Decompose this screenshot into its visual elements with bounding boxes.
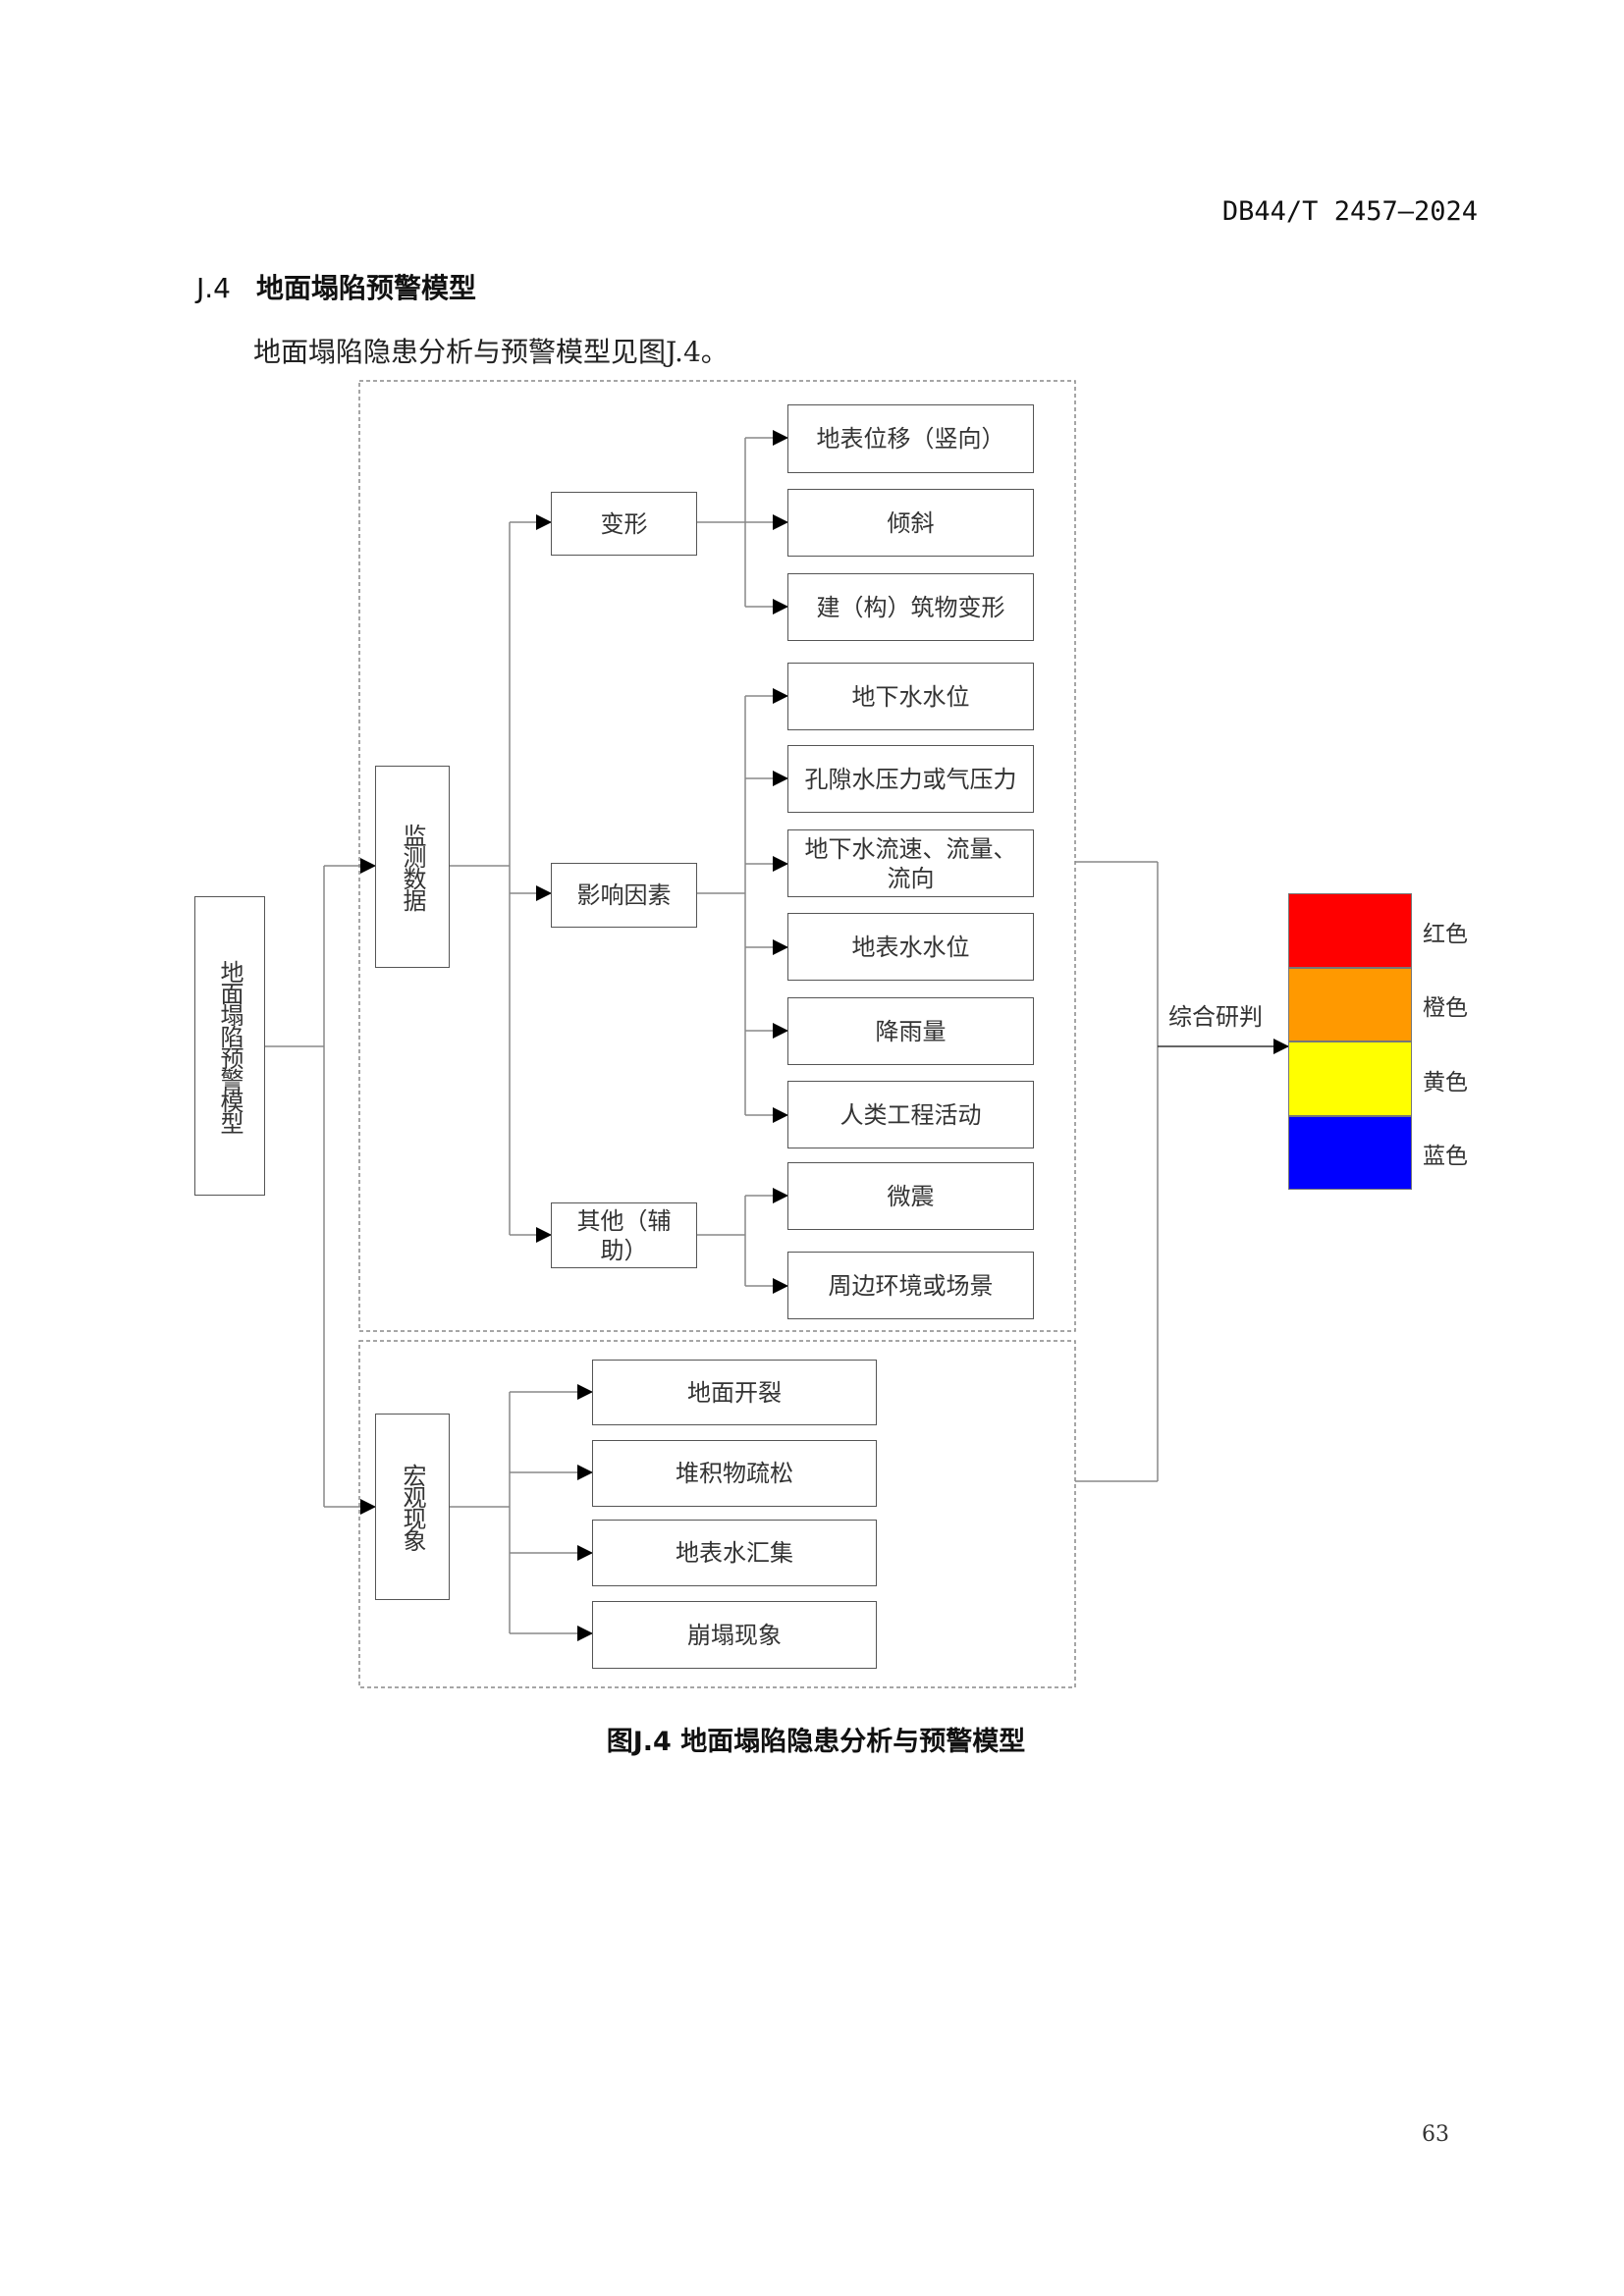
factors-node: 影响因素 xyxy=(551,863,697,928)
warning-level-label: 蓝色 xyxy=(1423,1144,1468,1169)
other-node: 其他（辅助） xyxy=(551,1202,697,1268)
warning-level-yellow-swatch xyxy=(1288,1041,1412,1116)
leaf-node: 降雨量 xyxy=(787,997,1034,1065)
macro-group-frame xyxy=(358,1340,1076,1688)
root-node: 地面塌陷预警模型 xyxy=(194,896,265,1196)
deformation-node: 变形 xyxy=(551,492,697,556)
warning-level-orange-swatch xyxy=(1288,968,1412,1041)
macro-phenomena-node: 宏观现象 xyxy=(375,1414,450,1600)
section-number: J.4 xyxy=(196,272,231,304)
leaf-node: 地下水水位 xyxy=(787,663,1034,730)
leaf-node: 倾斜 xyxy=(787,489,1034,557)
warning-level-label: 橙色 xyxy=(1423,995,1468,1021)
section-title: 地面塌陷预警模型 xyxy=(255,272,476,304)
figure-caption: 图J.4 地面塌陷隐患分析与预警模型 xyxy=(606,1727,1026,1757)
warning-level-red-swatch xyxy=(1288,893,1412,968)
warning-level-label: 黄色 xyxy=(1423,1070,1468,1095)
section-heading: J.4 地面塌陷预警模型 xyxy=(196,267,476,306)
warning-level-label: 红色 xyxy=(1423,922,1468,947)
leaf-node: 地表水汇集 xyxy=(592,1520,877,1586)
leaf-node: 地表位移（竖向） xyxy=(787,404,1034,473)
leaf-node: 微震 xyxy=(787,1162,1034,1230)
leaf-node: 人类工程活动 xyxy=(787,1081,1034,1148)
monitoring-data-node: 监测数据 xyxy=(375,766,450,968)
synthesis-label: 综合研判 xyxy=(1168,1003,1263,1031)
document-code: DB44/T 2457—2024 xyxy=(1221,196,1478,227)
page-number: 63 xyxy=(1422,2122,1449,2147)
leaf-node: 堆积物疏松 xyxy=(592,1440,877,1507)
leaf-node: 地表水水位 xyxy=(787,913,1034,981)
monitoring-group-frame xyxy=(358,380,1076,1332)
leaf-node: 崩塌现象 xyxy=(592,1601,877,1669)
intro-paragraph: 地面塌陷隐患分析与预警模型见图J.4。 xyxy=(253,336,729,368)
leaf-node: 周边环境或场景 xyxy=(787,1252,1034,1319)
leaf-node: 地下水流速、流量、流向 xyxy=(787,829,1034,897)
leaf-node: 建（构）筑物变形 xyxy=(787,573,1034,641)
leaf-node: 地面开裂 xyxy=(592,1360,877,1425)
warning-level-blue-swatch xyxy=(1288,1116,1412,1190)
leaf-node: 孔隙水压力或气压力 xyxy=(787,745,1034,813)
